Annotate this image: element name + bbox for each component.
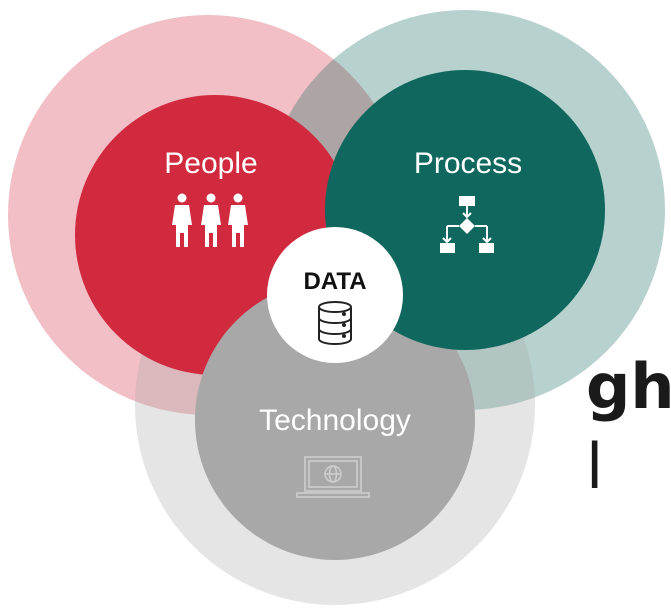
- data-circle[interactable]: [267, 227, 403, 363]
- technology-label: Technology: [259, 404, 411, 437]
- people-label: People: [164, 147, 257, 180]
- technology-circle[interactable]: [195, 280, 475, 560]
- flowchart-icon: [440, 196, 494, 253]
- process-label: Process: [414, 147, 522, 180]
- heading-fragment-1: gh: [586, 350, 671, 423]
- database-icon: [318, 301, 352, 345]
- laptop-globe-icon: [296, 456, 370, 498]
- heading-fragment-2: l: [586, 430, 604, 503]
- people-icon: [172, 193, 248, 247]
- data-label: DATA: [303, 268, 366, 295]
